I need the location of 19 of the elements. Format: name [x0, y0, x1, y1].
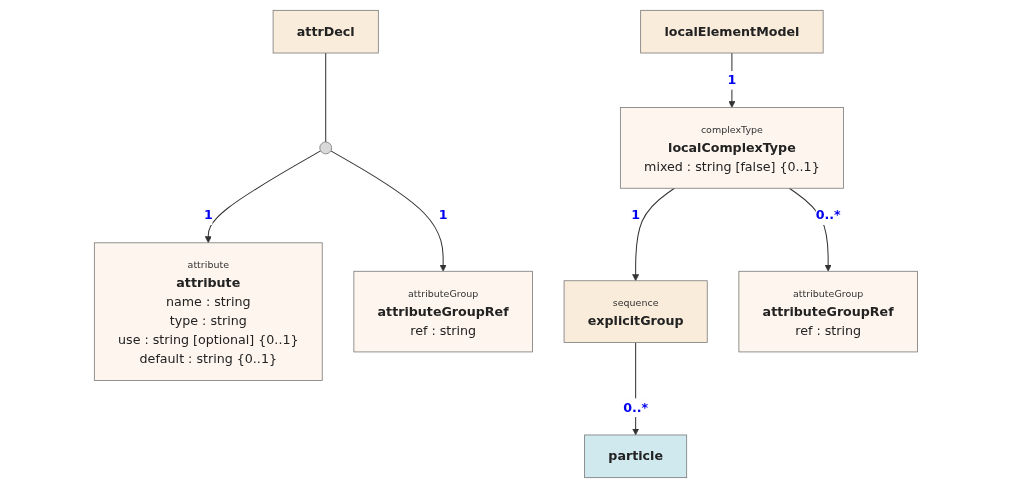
edge-label: 1: [438, 207, 448, 223]
edge-label: 1: [203, 207, 213, 223]
arrow: [204, 149, 322, 243]
arrow: [632, 187, 676, 281]
node-box: attributeGroup attributeGroupRef ref : string: [738, 270, 918, 352]
edge-label: 1: [631, 207, 641, 223]
node-box: sequence explicitGroup: [563, 279, 708, 343]
arrow: [330, 149, 447, 272]
node-box: attributeGroup attributeGroupRef ref : string: [353, 270, 533, 352]
node-box: particle: [584, 434, 688, 478]
node-box: attribute attribute name : string type : string use : string [optional] {0..1} default : string {0..1}: [94, 241, 323, 381]
edge-label: 0..*: [815, 207, 841, 223]
connector: [325, 52, 327, 142]
node-box: complexType localComplexType mixed : string [false] {0..1}: [620, 106, 844, 189]
node-box: localElementModel: [640, 9, 824, 53]
node-circle: [319, 141, 333, 154]
edge-label: 1: [727, 71, 737, 87]
edge-label: 0..*: [623, 399, 649, 415]
node-box: attrDecl: [272, 9, 379, 53]
